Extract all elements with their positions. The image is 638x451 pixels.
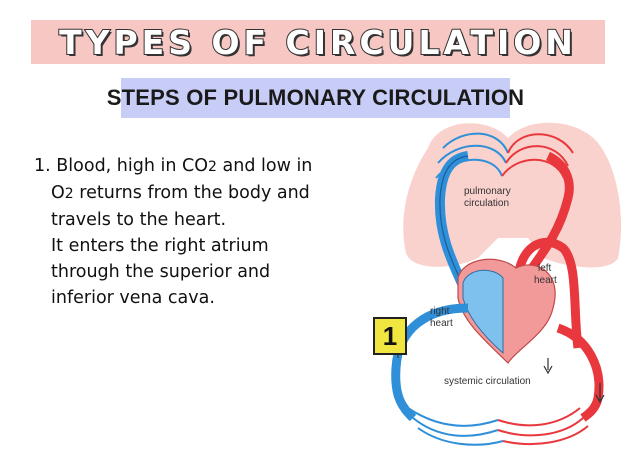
step-line-2: O2 returns from the body and (34, 180, 384, 207)
page-title: TYPES OF CIRCULATION (58, 22, 577, 63)
title-banner (31, 20, 605, 64)
step-description: 1. Blood, high in CO2 and low in O2 retu… (34, 153, 384, 311)
arrow-icon (543, 358, 553, 375)
subscript: 2 (208, 159, 217, 175)
step-line-1: 1. Blood, high in CO2 and low in (34, 153, 384, 180)
label-pulmonary-1: pulmonary (464, 186, 511, 197)
subscript: 2 (64, 186, 74, 202)
step-badge: 1 (373, 317, 407, 355)
step-line-3: travels to the heart. (51, 210, 227, 230)
step-text-1b: and low in (216, 156, 313, 176)
label-right-heart-2: heart (430, 318, 453, 329)
systemic-artery (556, 323, 604, 422)
label-systemic: systemic circulation (444, 376, 531, 387)
aorta (513, 237, 583, 349)
step-line-5: through the superior and (51, 262, 271, 282)
subtitle-bar: STEPS OF PULMONARY CIRCULATION (107, 78, 524, 118)
step-text-2a: O (51, 183, 65, 203)
step-line-4: It enters the right atrium (51, 236, 269, 256)
step-line-6: inferior vena cava. (51, 288, 215, 308)
step-text-1a: Blood, high in CO (56, 156, 209, 176)
circulation-diagram: pulmonary circulation left heart right h… (391, 122, 622, 446)
step-number: 1. (34, 156, 51, 176)
systemic-vein (391, 303, 469, 422)
label-pulmonary-2: circulation (464, 198, 509, 209)
label-left-heart-1: left (538, 263, 552, 274)
arrow-icon (595, 383, 605, 404)
step-text-2b: returns from the body and (73, 183, 310, 203)
systemic-capillaries (407, 407, 589, 446)
label-right-heart-1: right (430, 306, 450, 317)
subtitle: STEPS OF PULMONARY CIRCULATION (106, 85, 525, 110)
label-left-heart-2: heart (534, 275, 557, 286)
